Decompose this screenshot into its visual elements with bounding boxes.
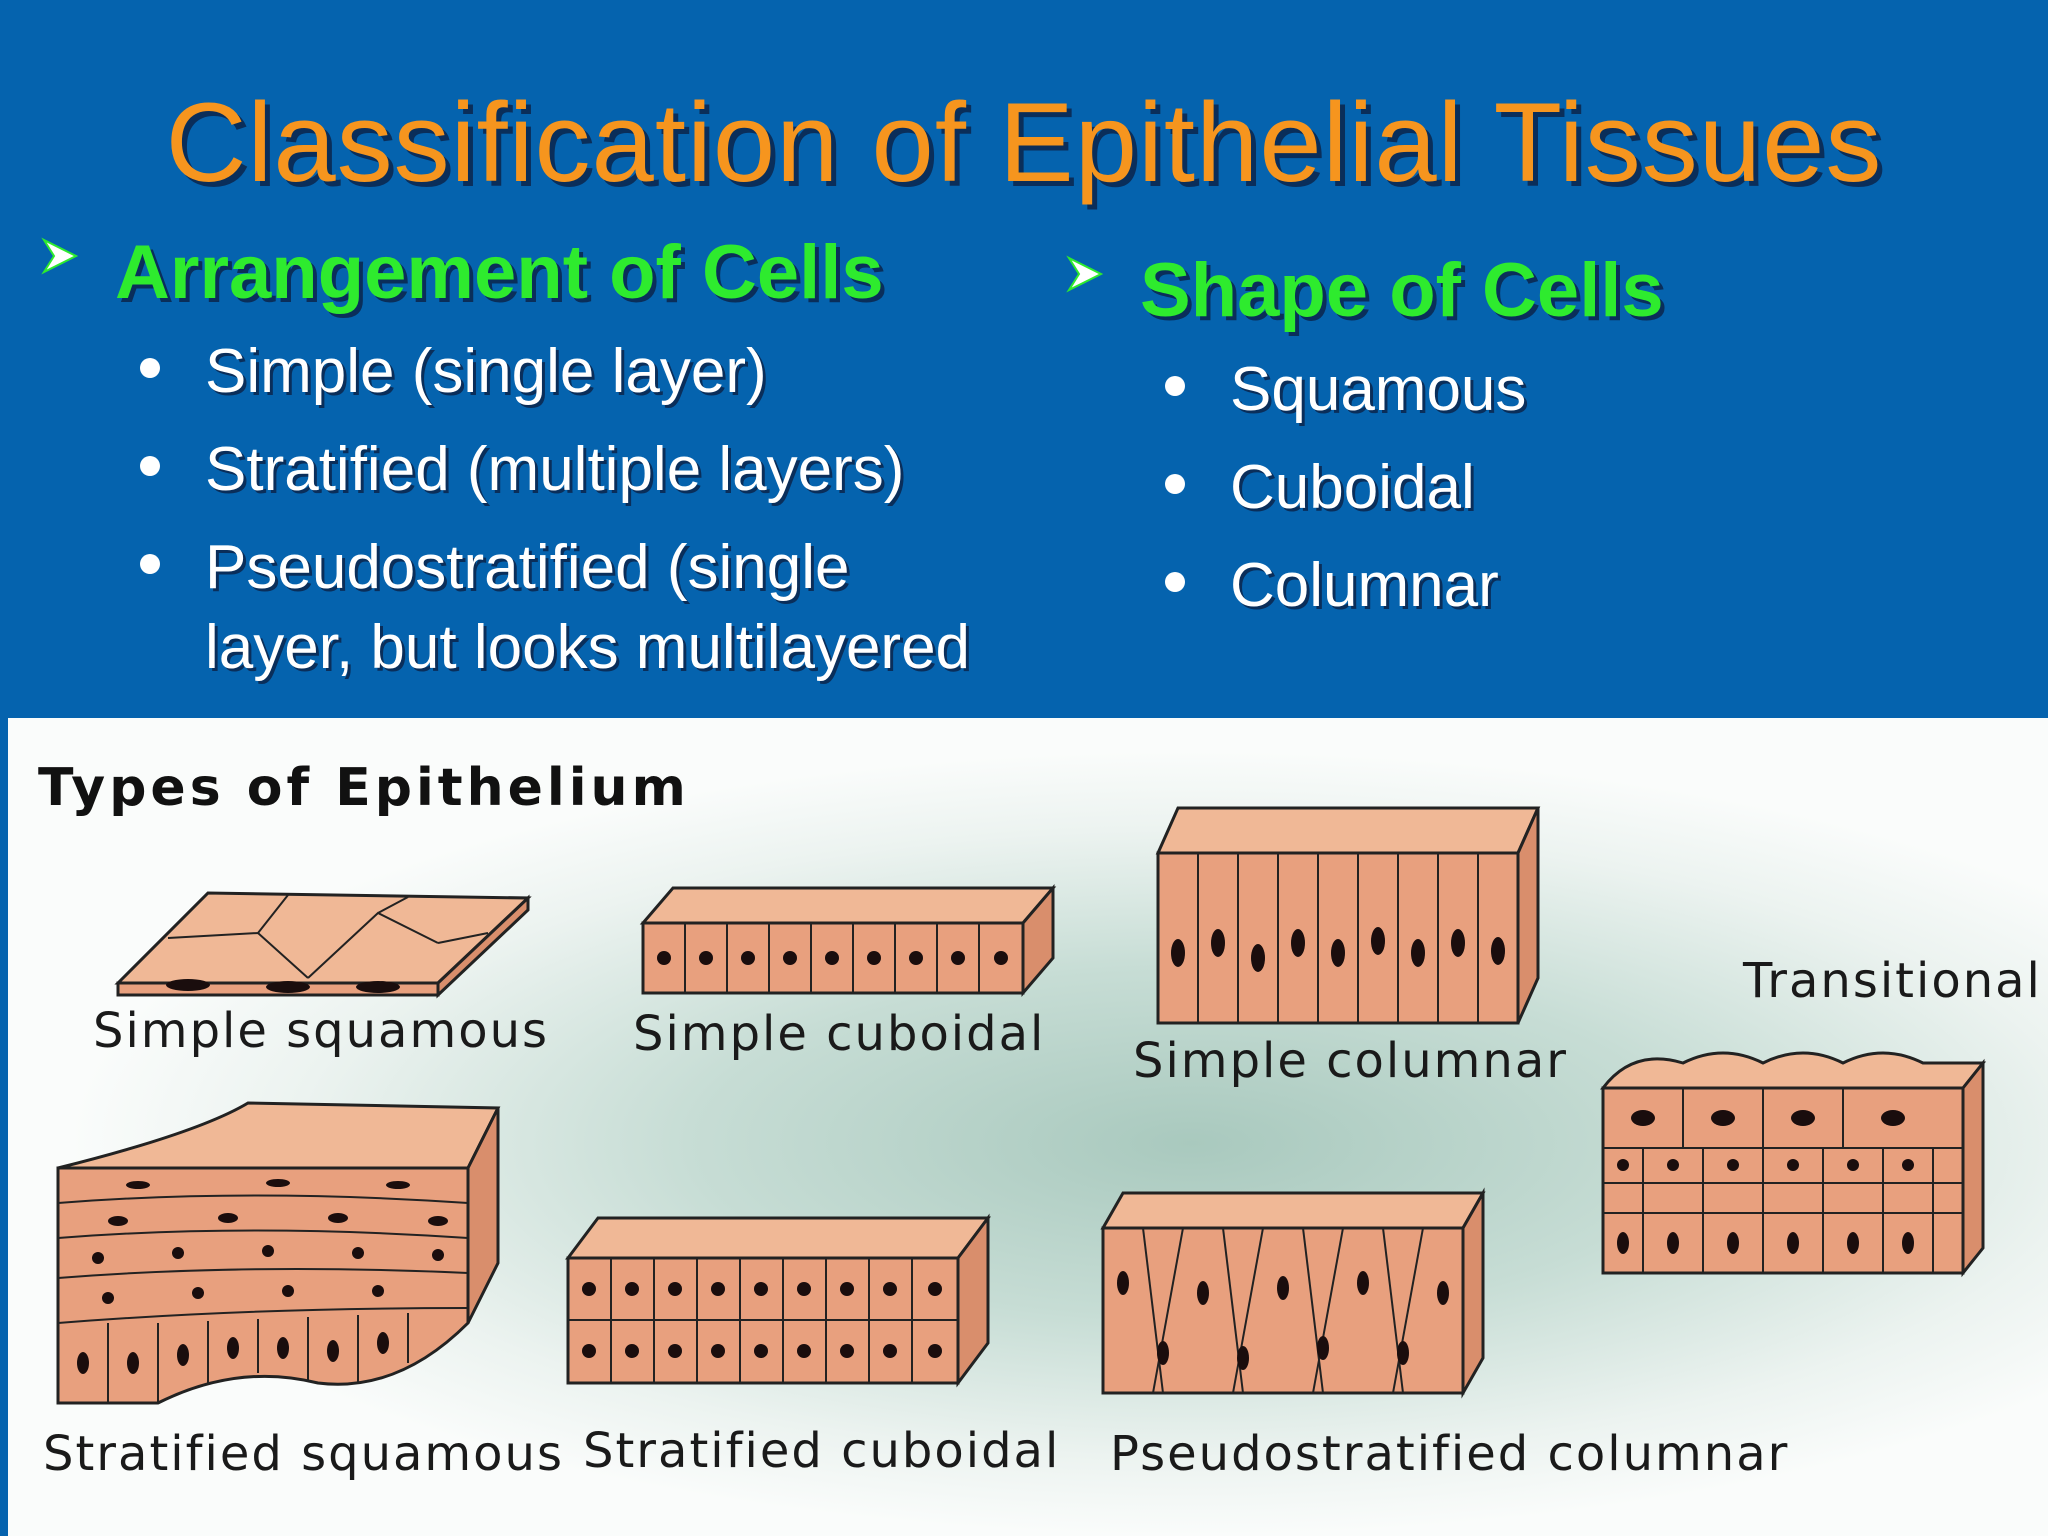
- bullet-text: Cuboidal: [1230, 453, 1475, 522]
- bullet-stratified: Stratified (multiple layers): [40, 430, 970, 510]
- pseudostratified-columnar-illustration: [1100, 1187, 1486, 1399]
- slide-title: Classification of Epithelial Tissues: [165, 80, 1883, 205]
- epithelium-figure: Types of Epithelium Simple squamous Simp…: [8, 718, 2048, 1536]
- label-stratified-cuboidal: Stratified cuboidal: [583, 1423, 1061, 1479]
- bullet-dot-icon: [140, 456, 160, 476]
- bullet-simple: Simple (single layer): [40, 332, 970, 412]
- bullet-text: Squamous: [1230, 355, 1527, 424]
- shape-heading: Shape of Cells: [1065, 246, 1664, 336]
- label-simple-cuboidal: Simple cuboidal: [633, 1006, 1046, 1062]
- simple-squamous-illustration: [114, 891, 532, 999]
- bullet-dot-icon: [1165, 376, 1185, 396]
- simple-cuboidal-illustration: [639, 883, 1057, 998]
- bullet-text: Columnar: [1230, 551, 1499, 620]
- bullet-dot-icon: [140, 358, 160, 378]
- label-simple-squamous: Simple squamous: [93, 1003, 550, 1059]
- bullet-text: Pseudostratified (single: [205, 533, 850, 602]
- bullet-text: Simple (single layer): [205, 337, 767, 406]
- bullet-pseudostratified: Pseudostratified (single layer, but look…: [40, 528, 970, 688]
- simple-columnar-illustration: [1155, 806, 1541, 1025]
- bullet-cuboidal: Cuboidal: [1065, 448, 1664, 528]
- label-stratified-squamous: Stratified squamous: [43, 1426, 564, 1482]
- stratified-squamous-illustration: [56, 1101, 501, 1405]
- bullet-dot-icon: [1165, 474, 1185, 494]
- arrangement-heading-text: Arrangement of Cells: [115, 230, 884, 315]
- label-simple-columnar: Simple columnar: [1133, 1033, 1568, 1089]
- stratified-cuboidal-illustration: [565, 1213, 991, 1388]
- bullet-dot-icon: [140, 554, 160, 574]
- arrow-bullet-icon: [41, 237, 79, 275]
- arrangement-column: Arrangement of Cells Simple (single laye…: [40, 228, 970, 688]
- bullet-text: Stratified (multiple layers): [205, 435, 905, 504]
- bullet-text-cont: layer, but looks multilayered: [205, 613, 971, 682]
- bullet-squamous: Squamous: [1065, 350, 1664, 430]
- label-pseudostratified-columnar: Pseudostratified columnar: [1110, 1426, 1790, 1482]
- arrangement-heading: Arrangement of Cells: [40, 228, 970, 318]
- bullet-dot-icon: [1165, 572, 1185, 592]
- figure-title: Types of Epithelium: [38, 758, 690, 818]
- arrow-bullet-icon: [1066, 255, 1104, 293]
- shape-heading-text: Shape of Cells: [1140, 248, 1664, 333]
- label-transitional: Transitional: [1743, 953, 2042, 1009]
- shape-column: Shape of Cells Squamous Cuboidal Columna…: [1065, 246, 1664, 626]
- bullet-columnar: Columnar: [1065, 546, 1664, 626]
- transitional-illustration: [1599, 1051, 1987, 1278]
